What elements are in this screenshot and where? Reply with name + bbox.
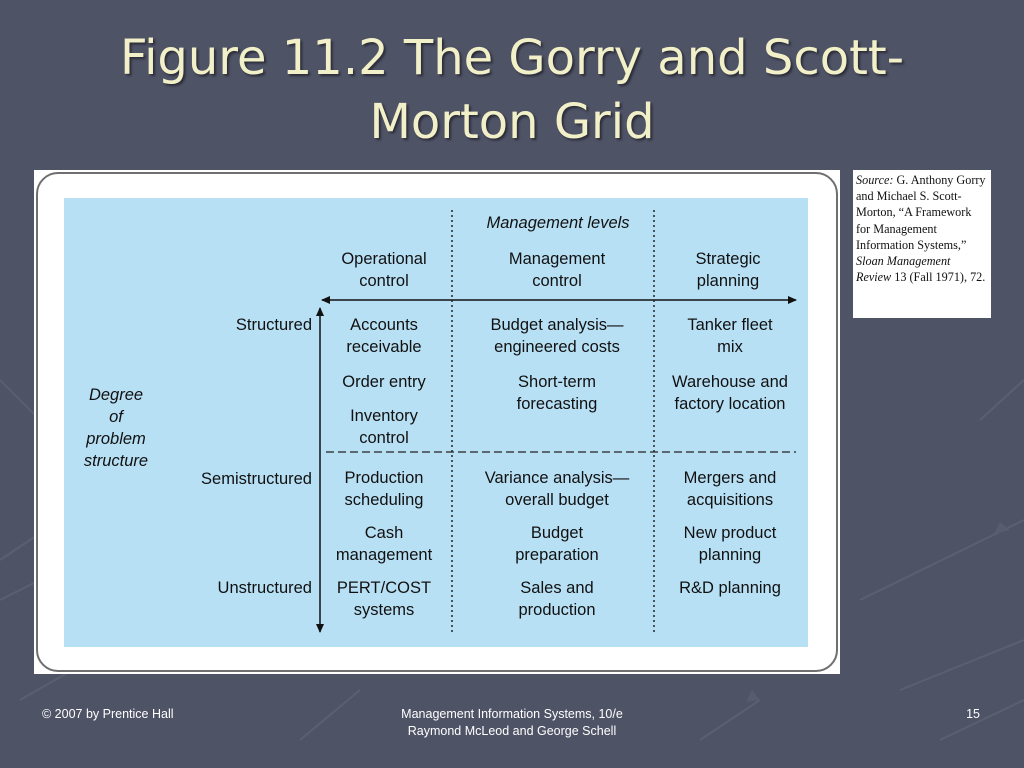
source-citation-detail: 13 (Fall 1971), 72. [894,270,986,285]
column-header-strategic: Strategic planning [695,250,761,290]
cell-production-scheduling: Production scheduling [344,469,424,509]
footer-book-title: Management Information Systems, 10/e [401,707,623,721]
cell-pert-cost-systems: PERT/COST systems [336,579,432,619]
cell-short-term-forecasting: Short-term forecasting [516,373,598,413]
degree-of-problem-structure-label: Degree of problem structure [83,386,149,470]
cell-tanker-fleet-mix: Tanker fleet mix [687,316,773,356]
cell-budget-analysis-engineered: Budget analysis— engineered costs [490,316,624,356]
cell-mergers-acquisitions: Mergers and acquisitions [683,469,777,509]
footer-copyright: © 2007 by Prentice Hall [42,707,174,721]
cell-rd-planning: R&D planning [679,579,781,597]
footer-authors: Raymond McLeod and George Schell [407,724,617,738]
slide-title: Figure 11.2 The Gorry and Scott-Morton G… [119,30,905,150]
cell-variance-analysis: Variance analysis— overall budget [484,469,630,509]
cell-new-product-planning: New product planning [683,524,777,564]
row-label-semistructured: Semistructured [201,470,312,488]
cell-order-entry: Order entry [342,373,426,391]
column-header-management: Management control [508,250,606,290]
gorry-scott-morton-grid: Management levels Operational control Ma… [64,198,808,647]
cell-sales-and-production: Sales and production [518,579,596,619]
grid-lines [316,210,797,633]
figure-frame: Management levels Operational control Ma… [34,170,840,674]
source-journal: Sloan Management Review [856,254,951,285]
cell-warehouse-factory-location: Warehouse and factory location [672,373,788,413]
source-label: Source: [856,173,894,187]
cell-cash-management: Cash management [335,524,433,564]
row-label-unstructured: Unstructured [217,579,312,597]
cell-accounts-receivable: Accounts receivable [346,316,422,356]
slide-number: 15 [966,707,980,721]
column-header-operational: Operational control [341,250,427,290]
source-citation: Source: G. Anthony Gorry and Michael S. … [853,170,991,318]
management-levels-heading: Management levels [486,214,630,232]
cell-budget-preparation: Budget preparation [515,524,599,564]
row-label-structured: Structured [235,316,312,334]
source-text: G. Anthony Gorry and Michael S. Scott-Mo… [856,173,986,252]
cell-inventory-control: Inventory control [350,407,418,447]
footer-book-info: Management Information Systems, 10/e Ray… [362,706,662,740]
